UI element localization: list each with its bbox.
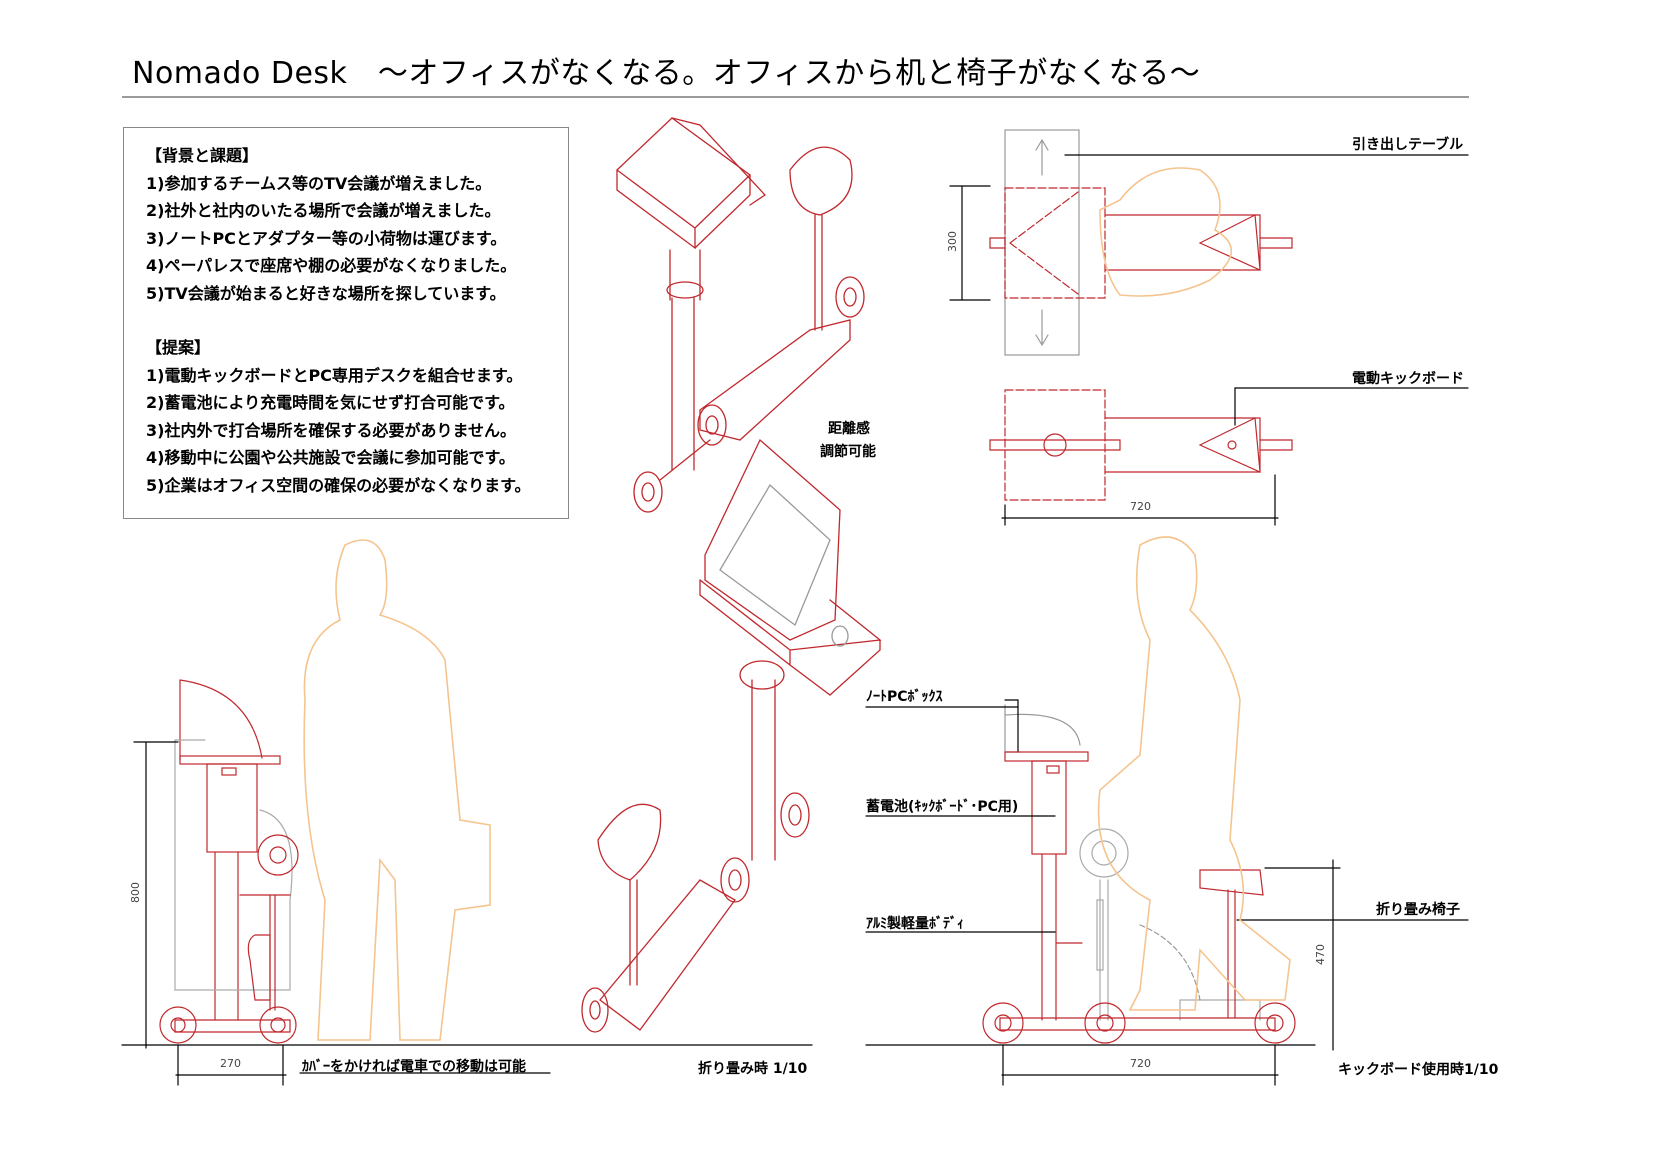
- isometric-view-bottom: [581, 438, 882, 1033]
- kickboard-scale-label: キックボード使用時1/10: [1338, 1062, 1499, 1078]
- background-item: 3)ノートPCとアダプター等の小荷物は運びます。: [146, 228, 507, 248]
- plan-length-dimension: 720: [1130, 500, 1151, 513]
- distance-label-line2: 調節可能: [820, 444, 876, 460]
- title-divider: [122, 96, 1469, 98]
- laptop-box-label: ﾉｰﾄPCﾎﾞｯｸｽ: [866, 689, 943, 705]
- plan-width-dimension: 300: [946, 231, 959, 252]
- use-length-dimension: 720: [1130, 1057, 1151, 1070]
- isometric-view-top: [615, 117, 865, 513]
- folding-chair-label: 折り畳み椅子: [1376, 902, 1460, 918]
- proposal-item: 1)電動キックボードとPC専用デスクを組合せます。: [146, 365, 523, 385]
- background-item: 5)TV会議が始まると好きな場所を探しています。: [146, 283, 506, 303]
- person-silhouette-standing: [303, 539, 491, 1041]
- folded-side-view: [121, 679, 813, 1086]
- seat-height-dimension: 470: [1314, 944, 1327, 965]
- person-silhouette-riding: [1097, 536, 1291, 1011]
- folded-scale-label: 折り畳み時 1/10: [698, 1061, 808, 1077]
- background-heading: 【背景と課題】: [146, 146, 259, 165]
- pull-out-table-label: 引き出しテーブル: [1352, 137, 1464, 153]
- plan-view-top: [949, 129, 1469, 356]
- background-item: 2)社外と社内のいたる場所で会議が増えました。: [146, 201, 501, 220]
- concept-text-box: 【背景と課題】 1)参加するチームス等のTV会議が増えました。 2)社外と社内の…: [123, 127, 569, 519]
- kickboard-side-view: [865, 699, 1469, 1086]
- proposal-item: 2)蓄電池により充電時間を気にせず打合可能です。: [146, 393, 515, 412]
- folded-height-dimension: 800: [129, 882, 142, 903]
- proposal-item: 3)社内外で打合場所を確保する必要がありません。: [146, 420, 516, 440]
- page-title: Nomado Desk ～オフィスがなくなる。オフィスから机と椅子がなくなる～: [132, 56, 1201, 91]
- folded-depth-dimension: 270: [220, 1057, 241, 1070]
- proposal-item: 4)移動中に公園や公共施設で会議に参加可能です。: [146, 448, 515, 467]
- plan-view-bottom: [989, 387, 1469, 526]
- background-item: 4)ペーパレスで座席や棚の必要がなくなりました。: [146, 256, 517, 275]
- aluminum-body-label: ｱﾙﾐ製軽量ﾎﾞﾃﾞｨ: [866, 916, 964, 932]
- train-note-label: ｶﾊﾞｰをかければ電車での移動は可能: [302, 1059, 526, 1075]
- electric-kickboard-label: 電動キックボード: [1352, 371, 1464, 387]
- distance-label-line1: 距離感: [828, 421, 870, 437]
- background-item: 1)参加するチームス等のTV会議が増えました。: [146, 173, 492, 193]
- proposal-item: 5)企業はオフィス空間の確保の必要がなくなります。: [146, 475, 531, 495]
- proposal-heading: 【提案】: [146, 338, 211, 357]
- battery-label: 蓄電池(ｷｯｸﾎﾞｰﾄﾞ･PC用): [866, 799, 1019, 815]
